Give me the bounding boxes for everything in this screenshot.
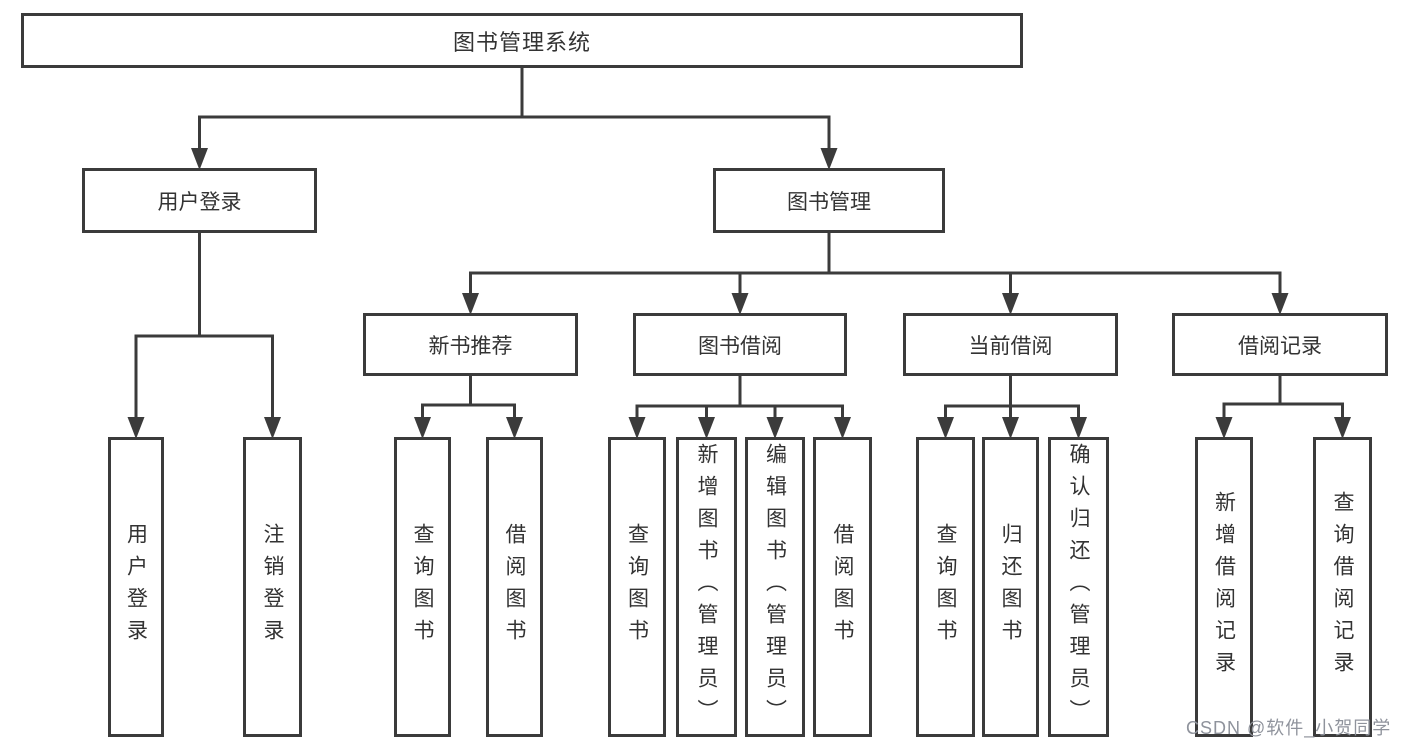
- node-current-borrow: 当前借阅: [903, 313, 1118, 376]
- arrowhead: [127, 417, 145, 439]
- node-borrow-records: 借阅记录: [1172, 313, 1388, 376]
- node-label: 用户登录: [124, 523, 148, 651]
- node-leaf-add-books: 新增图书（管理员）: [676, 437, 737, 737]
- node-leaf-add-borrow-rec: 新增借阅记录: [1195, 437, 1253, 737]
- arrowhead: [1002, 417, 1019, 439]
- arrowhead: [462, 293, 479, 315]
- node-leaf-logout: 注销登录: [243, 437, 302, 737]
- arrowhead: [1334, 417, 1351, 439]
- node-label: 借阅记录: [1238, 334, 1322, 358]
- node-label: 注销登录: [261, 523, 284, 651]
- node-root: 图书管理系统: [21, 13, 1023, 68]
- node-leaf-return-books: 归还图书: [982, 437, 1039, 737]
- node-label: 查询图书: [625, 523, 649, 651]
- node-leaf-query-borrow-rec: 查询借阅记录: [1313, 437, 1372, 737]
- node-label: 借阅图书: [831, 523, 854, 651]
- watermark: CSDN @软件_小贺同学: [1186, 718, 1392, 738]
- arrowhead: [834, 417, 851, 439]
- node-label: 编辑图书（管理员）: [763, 443, 787, 731]
- arrowhead: [820, 148, 838, 170]
- arrowhead: [628, 417, 646, 439]
- node-label: 新增图书（管理员）: [695, 443, 718, 731]
- node-leaf-borrow-books-rec: 借阅图书: [486, 437, 543, 737]
- node-label: 新增借阅记录: [1212, 491, 1236, 683]
- node-label: 确认归还（管理员）: [1067, 443, 1090, 731]
- arrowhead: [1002, 293, 1019, 315]
- arrowhead: [1070, 417, 1087, 439]
- arrowhead: [414, 417, 431, 439]
- node-label: 图书管理: [787, 190, 871, 214]
- arrowhead: [698, 417, 715, 439]
- arrowhead: [766, 417, 784, 439]
- arrowhead: [1271, 293, 1289, 315]
- node-leaf-borrow-books: 借阅图书: [813, 437, 872, 737]
- arrowhead: [731, 293, 749, 315]
- arrowhead: [191, 148, 208, 170]
- node-book-mgmt: 图书管理: [713, 168, 945, 233]
- arrowhead: [937, 417, 954, 439]
- arrowhead: [264, 417, 281, 439]
- node-label: 归还图书: [999, 523, 1022, 651]
- node-new-book-rec: 新书推荐: [363, 313, 578, 376]
- node-label: 图书借阅: [698, 334, 782, 358]
- node-label: 用户登录: [157, 190, 242, 214]
- arrowhead: [506, 417, 523, 439]
- node-leaf-confirm-return: 确认归还（管理员）: [1048, 437, 1109, 737]
- node-label: 图书管理系统: [452, 29, 591, 55]
- node-leaf-edit-books: 编辑图书（管理员）: [745, 437, 805, 737]
- node-leaf-query-books-borrow: 查询图书: [608, 437, 666, 737]
- node-leaf-query-books-cur: 查询图书: [916, 437, 975, 737]
- node-label: 查询图书: [411, 523, 434, 651]
- node-label: 查询借阅记录: [1331, 491, 1354, 683]
- node-leaf-query-books-rec: 查询图书: [394, 437, 451, 737]
- node-label: 查询图书: [934, 523, 957, 651]
- arrowhead: [1215, 417, 1233, 439]
- node-book-borrow: 图书借阅: [633, 313, 847, 376]
- node-label: 新书推荐: [428, 334, 513, 358]
- node-label: 借阅图书: [503, 523, 526, 651]
- node-user-login: 用户登录: [82, 168, 317, 233]
- node-label: 当前借阅: [968, 334, 1053, 358]
- node-leaf-user-login: 用户登录: [108, 437, 164, 737]
